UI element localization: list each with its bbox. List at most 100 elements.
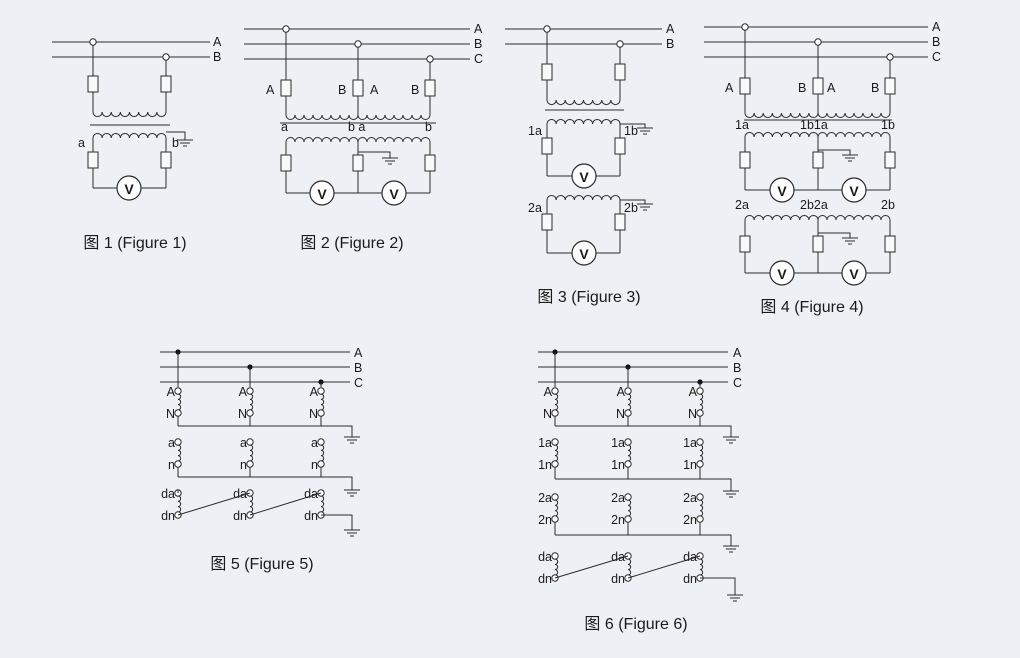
terminal-label-A2: A (827, 81, 836, 95)
voltmeter-label: V (124, 181, 134, 197)
terminal-ring (317, 460, 325, 468)
terminal-label-da: da (538, 550, 552, 564)
terminal-ring (89, 38, 97, 46)
terminal-label-n: n (311, 458, 318, 472)
terminal-label-1b: 1b (624, 124, 638, 138)
bus-label-b: B (733, 361, 741, 375)
terminal-label-da: da (683, 550, 697, 564)
bus-label-b: B (474, 37, 482, 51)
fuse-symbol (352, 154, 364, 172)
voltmeter-label: V (317, 186, 327, 202)
terminal-label-1b: 1b (881, 118, 895, 132)
fuse-symbol (614, 137, 626, 155)
first-secondary-right (817, 132, 891, 138)
fuse-symbol (352, 79, 364, 97)
bus-label-c: C (354, 376, 363, 390)
ground-symbol (842, 154, 858, 162)
bus-label-b: B (932, 35, 940, 49)
primary-winding-left (744, 112, 819, 118)
fuse-symbol (884, 151, 896, 169)
second-secondary-left (744, 215, 819, 221)
delta-link (554, 555, 629, 579)
terminal-label-N: N (238, 407, 247, 421)
voltmeter-right: V (381, 180, 407, 206)
first-neutral-wire (555, 478, 732, 491)
terminal-label-1a: 1a (538, 436, 552, 450)
primary-coil-phase-3 (699, 393, 704, 411)
ground-symbol (727, 594, 743, 602)
caption-figure-1: 图 1 (Figure 1) (83, 235, 186, 252)
terminal-ring (162, 53, 170, 61)
voltmeter-label: V (579, 246, 589, 262)
bus-label-b: B (354, 361, 362, 375)
terminal-label-1a: 1a (528, 124, 542, 138)
terminal-label-1a: 1a (735, 118, 749, 132)
primary-coil-phase-2 (249, 393, 254, 411)
neutral-ground-wire (555, 425, 732, 437)
terminal-label-b: b (425, 120, 432, 134)
voltmeter-left: V (309, 180, 335, 206)
first-coil-phase-1 (554, 444, 559, 462)
terminal-ring (741, 23, 749, 31)
terminal-label-B2: B (871, 81, 879, 95)
caption-figure-6: 图 6 (Figure 6) (584, 616, 687, 633)
second-coil-phase-3 (699, 499, 704, 517)
terminal-label-da: da (304, 487, 318, 501)
terminal-ring (624, 493, 632, 501)
terminal-label-N: N (543, 407, 552, 421)
terminal-ring (246, 409, 254, 417)
terminal-label-A: A (725, 81, 734, 95)
terminal-label-n: n (168, 458, 175, 472)
voltmeter-label: V (849, 266, 859, 282)
first-coil-phase-2 (627, 444, 632, 462)
terminal-ring (624, 438, 632, 446)
fuse-symbol (160, 75, 172, 93)
terminal-ring (696, 387, 704, 395)
terminal-label-B: B (338, 83, 346, 97)
bus-label-a: A (474, 22, 483, 36)
terminal-label-a: a (311, 436, 318, 450)
fuse-symbol (424, 79, 436, 97)
terminal-label-N: N (309, 407, 318, 421)
terminal-label-B2: B (411, 83, 419, 97)
terminal-ring (246, 387, 254, 395)
fuse-symbol (541, 63, 553, 81)
terminal-label-A: A (617, 385, 626, 399)
delta-coil-phase-1 (554, 558, 559, 576)
terminal-ring (551, 387, 559, 395)
ground-symbol (344, 489, 360, 497)
terminal-label-dn: dn (683, 572, 697, 586)
bus-label-c: C (932, 50, 941, 64)
fuse-symbol (87, 75, 99, 93)
terminal-ring (696, 493, 704, 501)
voltmeter-label: V (777, 183, 787, 199)
secondary-winding-right (357, 137, 431, 143)
fuse-symbol (884, 235, 896, 253)
fuse-symbol (614, 213, 626, 231)
terminal-ring (551, 493, 559, 501)
ground-symbol (344, 436, 360, 444)
voltmeter-second: V (571, 240, 597, 266)
terminal-label-a: a (78, 136, 85, 150)
secondary-winding-left (285, 137, 359, 143)
delta-coil-phase-2 (249, 495, 254, 513)
terminal-label-A: A (239, 385, 248, 399)
terminal-label-2b2a: 2b2a (800, 198, 828, 212)
terminal-label-a: a (168, 436, 175, 450)
delta-link (177, 492, 251, 516)
wire (818, 149, 851, 155)
fuse-symbol (614, 63, 626, 81)
terminal-ring (616, 40, 624, 48)
terminal-ring (174, 387, 182, 395)
voltmeter-second-left: V (769, 260, 795, 286)
terminal-label-a: a (281, 120, 288, 134)
fuse-symbol (160, 151, 172, 169)
terminal-ring (696, 460, 704, 468)
ground-symbol (723, 436, 739, 444)
voltmeter-first-right: V (841, 177, 867, 203)
terminal-ring (551, 515, 559, 523)
